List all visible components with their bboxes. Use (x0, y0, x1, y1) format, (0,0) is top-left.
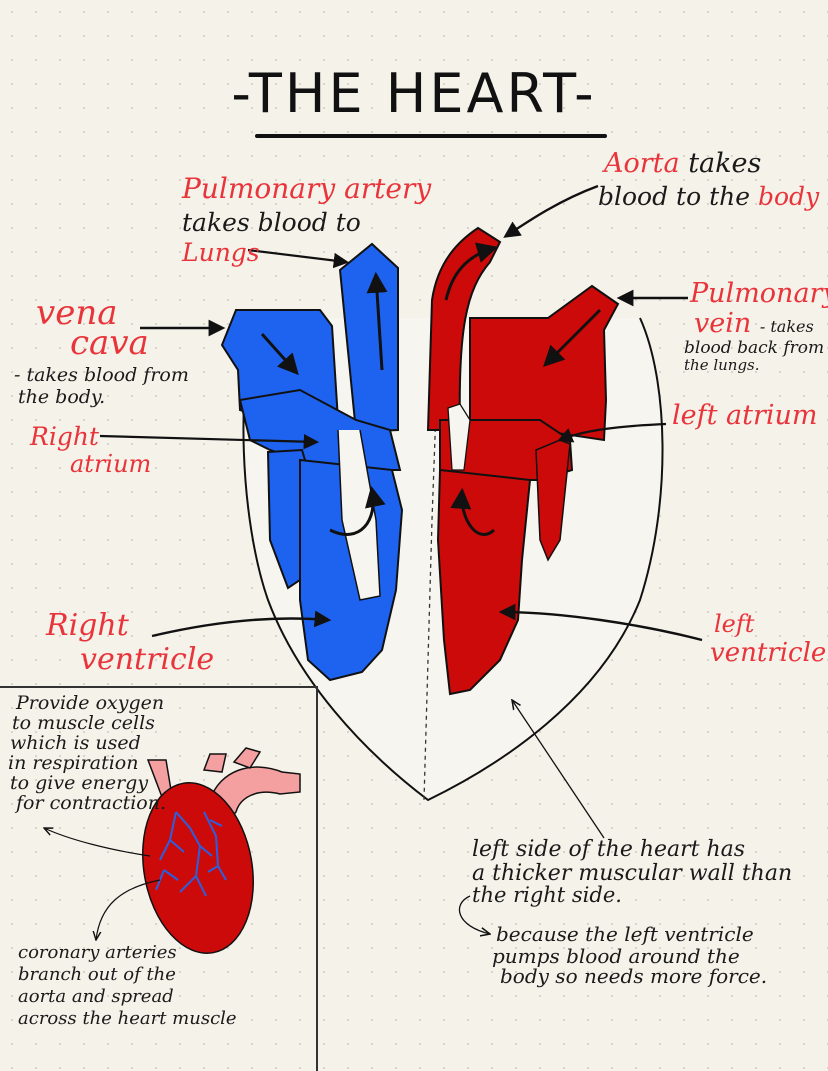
label-right-ventricle-line2: ventricle (80, 642, 215, 677)
pointer-right-ventricle (151, 610, 332, 638)
title-underline (255, 134, 607, 138)
label-left-atrium: left atrium (672, 400, 818, 431)
oxygen-note-line5: to give energy (10, 772, 149, 794)
label-left-ventricle-line2: ventricle (710, 638, 827, 668)
pointer-pulmonary-artery (247, 248, 350, 269)
oxygen-note-line6: for contraction. (16, 792, 167, 814)
wall-note-line3: the right side. (472, 883, 622, 907)
coronary-note-line3: aorta and spread (18, 986, 174, 1007)
coronary-note-line2: branch out of the (18, 964, 176, 985)
oxygen-note-line3: which is used (10, 732, 141, 754)
wall-note-line6: body so needs more force. (500, 964, 768, 988)
page-title: -THE HEART- (231, 62, 597, 125)
label-vena-cava-desc2: the body. (18, 386, 106, 408)
oxygen-note-line4: in respiration (8, 752, 139, 774)
label-aorta-body: body (758, 182, 820, 211)
label-aorta-desc2: blood to the (598, 182, 751, 211)
pointer-aorta (503, 184, 599, 238)
pulmonary-vein-vessel (469, 284, 620, 442)
label-vena-cava-desc1: - takes blood from (14, 364, 189, 386)
label-pulmonary-vein-line2: vein - takes (694, 308, 814, 339)
label-pulmonary-vein-desc-inline: - takes (759, 317, 814, 336)
flow-arrow-right-atrium (329, 485, 386, 536)
oxygen-note-line2: to muscle cells (12, 712, 155, 734)
label-pulmonary-vein-desc4: the lungs. (684, 356, 760, 374)
oxygen-note-line1: Provide oxygen (16, 692, 165, 714)
coronary-note-line4: across the heart muscle (18, 1008, 237, 1029)
left-ventricle-chamber (436, 468, 532, 696)
wall-note-line5: pumps blood around the (492, 944, 740, 968)
pointer-coronary-note (96, 879, 161, 940)
label-aorta: Aorta (604, 148, 680, 179)
label-pulmonary-vein-word: vein (694, 308, 752, 339)
label-right-atrium-line2: atrium (70, 450, 152, 478)
wall-note-line4: because the left ventricle (496, 922, 754, 946)
label-pulmonary-vein-desc3: blood back from (684, 338, 825, 358)
coronary-inset-box (0, 686, 318, 1071)
pointer-wall-note-because (458, 895, 490, 934)
label-aorta-line1: Aorta takes (604, 148, 762, 179)
coronary-note-line1: coronary arteries (18, 942, 177, 963)
pointer-wall-note (512, 700, 605, 839)
flow-arrow-aorta (444, 242, 499, 301)
label-aorta-line2: blood to the body (598, 182, 820, 211)
label-right-ventricle-line1: Right (46, 608, 129, 643)
label-pulmonary-artery: Pulmonary artery (182, 172, 432, 205)
pointer-right-atrium (99, 433, 320, 450)
flow-arrow-pulmonary-vein (543, 308, 602, 367)
mitral-wall (447, 403, 471, 471)
flow-arrow-pulmonary-artery (366, 271, 388, 371)
label-aorta-desc1: takes (688, 148, 762, 179)
label-vena-cava-line2: cava (70, 323, 149, 363)
label-pulmonary-vein-line1: Pulmonary (690, 278, 828, 309)
inset-aorta-branches (202, 747, 262, 773)
wall-note-line1: left side of the heart has (472, 837, 746, 862)
wall-note-line2: a thicker muscular wall than (472, 861, 793, 886)
label-pulmonary-artery-lungs: Lungs (182, 238, 260, 267)
label-pulmonary-artery-desc: takes blood to (182, 208, 361, 237)
pointer-left-ventricle (498, 603, 703, 642)
flow-arrow-vena-cava (260, 332, 299, 376)
label-left-ventricle-line1: left (714, 610, 755, 638)
pointer-left-atrium (557, 422, 667, 443)
pointer-oxygen-note (44, 828, 151, 857)
label-vena-cava-line1: vena (36, 293, 118, 333)
flow-arrow-left-ventricle (450, 487, 496, 536)
label-right-atrium-line1: Right (30, 422, 99, 451)
